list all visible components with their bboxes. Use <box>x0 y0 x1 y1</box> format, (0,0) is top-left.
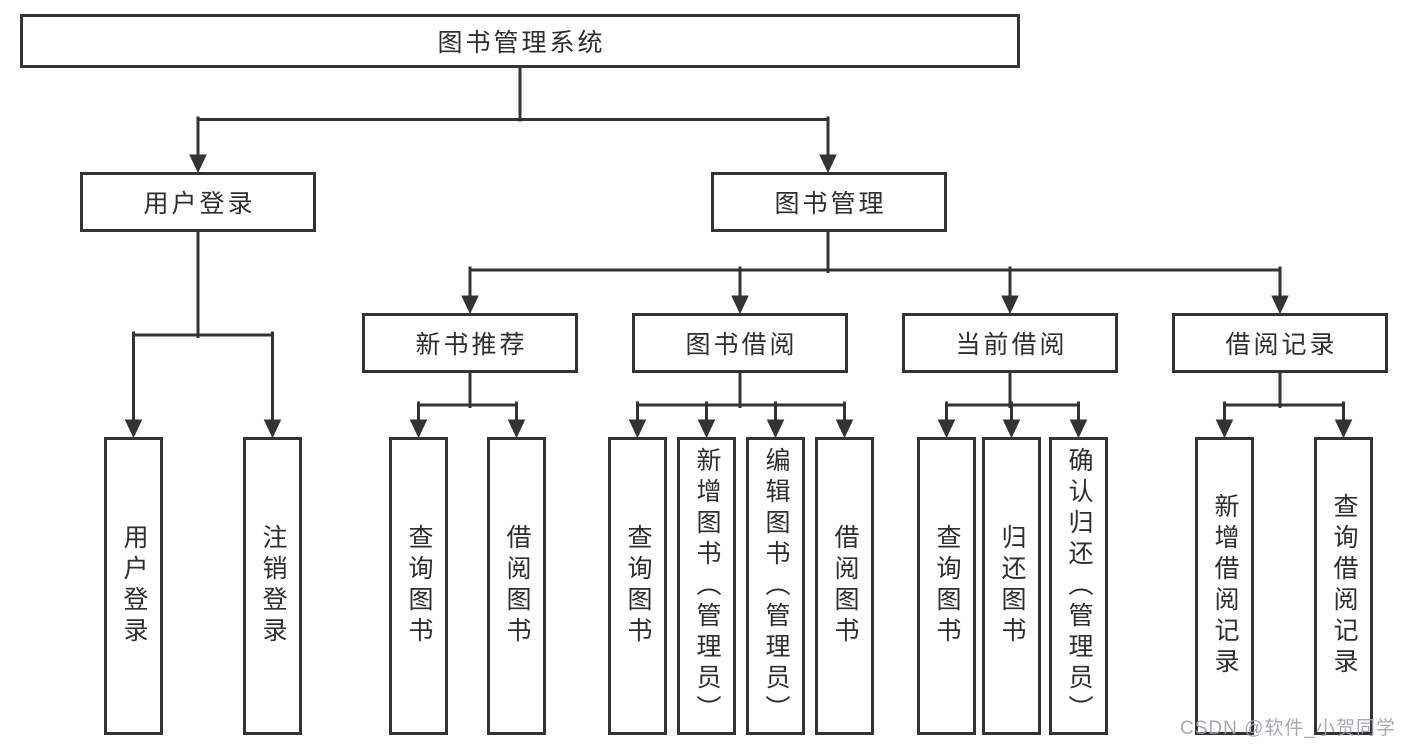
leaf-label: 借阅图书 <box>503 524 531 648</box>
node-new-book-recommendation: 新书推荐 <box>362 313 578 373</box>
leaf-edit-book-admin: 编辑图书（管理员） <box>746 437 805 735</box>
leaf-query-books: 查询图书 <box>389 437 448 735</box>
node-borrowing-records: 借阅记录 <box>1172 313 1388 373</box>
leaf-label: 查询图书 <box>933 524 961 648</box>
leaf-label: 确认归还（管理员） <box>1065 446 1093 726</box>
leaf-confirm-return-admin: 确认归还（管理员） <box>1049 437 1108 735</box>
leaf-query-borrow-record: 查询借阅记录 <box>1314 437 1373 735</box>
leaf-query-books-2: 查询图书 <box>608 437 667 735</box>
leaf-label: 编辑图书（管理员） <box>762 446 790 726</box>
leaf-label: 查询图书 <box>405 524 433 648</box>
leaf-label: 新增图书（管理员） <box>693 446 721 726</box>
node-user-login: 用户登录 <box>80 172 316 232</box>
leaf-query-books-3: 查询图书 <box>917 437 976 735</box>
node-book-management: 图书管理 <box>711 172 947 232</box>
leaf-user-login: 用户登录 <box>104 437 163 735</box>
leaf-label: 新增借阅记录 <box>1211 493 1239 679</box>
leaf-borrow-books-2: 借阅图书 <box>815 437 874 735</box>
leaf-borrow-books: 借阅图书 <box>487 437 546 735</box>
leaf-return-book: 归还图书 <box>982 437 1041 735</box>
leaf-label: 借阅图书 <box>831 524 859 648</box>
node-book-borrowing: 图书借阅 <box>632 313 848 373</box>
leaf-label: 查询借阅记录 <box>1330 493 1358 679</box>
leaf-label: 用户登录 <box>120 524 148 648</box>
leaf-label: 查询图书 <box>624 524 652 648</box>
leaf-logout: 注销登录 <box>243 437 302 735</box>
leaf-add-borrow-record: 新增借阅记录 <box>1195 437 1254 735</box>
leaf-add-book-admin: 新增图书（管理员） <box>677 437 736 735</box>
node-current-borrowing: 当前借阅 <box>902 313 1118 373</box>
node-library-management-system: 图书管理系统 <box>20 14 1020 68</box>
watermark: CSDN @软件_小贺同学 <box>1180 718 1396 739</box>
leaf-label: 注销登录 <box>259 524 287 648</box>
leaf-label: 归还图书 <box>998 524 1026 648</box>
